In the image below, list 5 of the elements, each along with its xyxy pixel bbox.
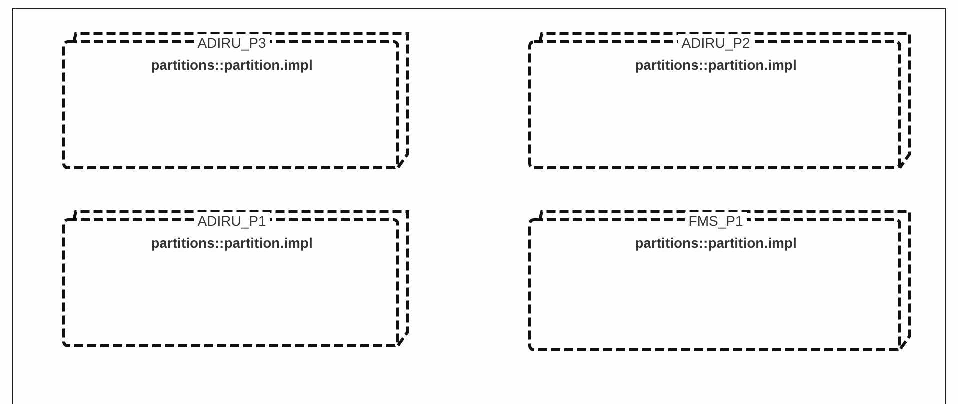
partition-type: partitions::partition.impl bbox=[635, 234, 797, 252]
partition-type: partitions::partition.impl bbox=[151, 56, 313, 74]
partition-type: partitions::partition.impl bbox=[151, 234, 313, 252]
partition-name: FMS_P1 bbox=[684, 212, 748, 230]
partition-type: partitions::partition.impl bbox=[635, 56, 797, 74]
